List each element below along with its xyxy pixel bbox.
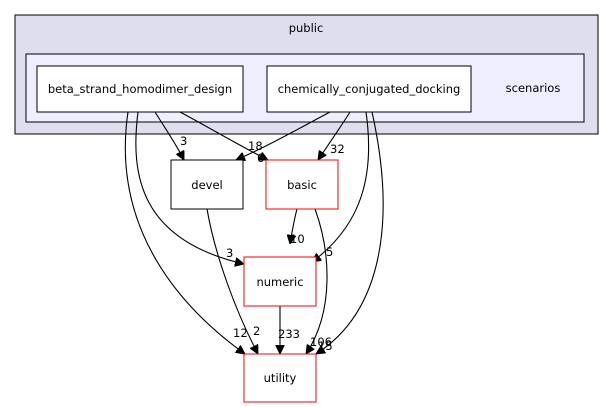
edge-devel-utility (206, 208, 259, 354)
edge-beta-devel (154, 111, 185, 160)
node-utility[interactable]: utility (243, 353, 317, 403)
node-utility-box (243, 353, 317, 403)
node-devel[interactable]: devel (170, 159, 244, 210)
edge-label-beta-devel: 3 (180, 134, 187, 148)
cluster-scenarios-label: scenarios (506, 81, 561, 95)
edge-basic-numeric (290, 208, 298, 244)
edge-label-numeric-utility: 233 (278, 327, 300, 341)
node-beta-strand-homodimer-design[interactable]: beta_strand_homodimer_design (36, 65, 244, 113)
node-basic[interactable]: basic (265, 159, 339, 210)
node-numeric[interactable]: numeric (243, 256, 317, 307)
edges: 3 18 3 12 6 32 5 15 2 10 106 233 (124, 111, 384, 354)
edge-label-basic-utility: 106 (310, 335, 332, 349)
node-basic-label: basic (287, 178, 317, 192)
node-utility-label: utility (264, 371, 297, 385)
edge-beta-basic (179, 111, 268, 161)
edge-label-beta-numeric: 3 (226, 246, 233, 260)
edge-label-chem-numeric: 5 (326, 245, 333, 259)
edge-label-chem-basic: 32 (330, 142, 345, 156)
edge-label-devel-utility: 2 (253, 324, 260, 338)
edge-beta-numeric (135, 111, 244, 264)
edge-label-chem-devel: 6 (257, 151, 264, 165)
edge-label-chem-utility: 15 (318, 339, 333, 353)
cluster-public-label: public (289, 21, 324, 35)
edge-beta-utility (124, 111, 245, 354)
node-numeric-label: numeric (256, 275, 303, 289)
edge-chem-devel (236, 111, 331, 160)
edge-basic-utility (306, 208, 328, 354)
edge-label-beta-utility: 12 (233, 326, 248, 340)
node-beta-box (36, 65, 244, 113)
edge-label-basic-numeric: 10 (290, 232, 305, 246)
node-numeric-box (243, 256, 317, 307)
edge-chem-utility (316, 111, 384, 354)
node-beta-label: beta_strand_homodimer_design (48, 82, 232, 96)
node-chem-box (266, 65, 472, 113)
edge-chem-basic (318, 111, 351, 160)
node-devel-box (170, 159, 244, 210)
node-chem-label: chemically_conjugated_docking (278, 82, 461, 96)
node-basic-box (265, 159, 339, 210)
node-chemically-conjugated-docking[interactable]: chemically_conjugated_docking (266, 65, 472, 113)
node-devel-label: devel (191, 178, 222, 192)
edge-chem-numeric (312, 111, 370, 262)
